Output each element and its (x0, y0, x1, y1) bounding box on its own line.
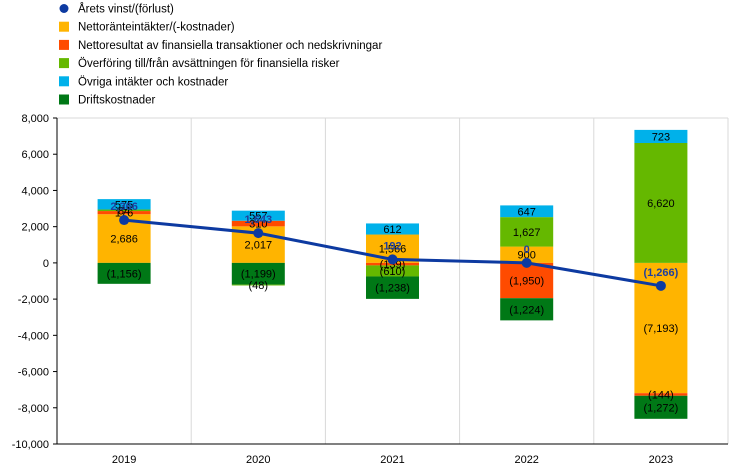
grid (57, 117, 729, 444)
data-label-2019-s2: 84 (118, 205, 130, 217)
legend-label-1: Nettoränteintäkter/(-kostnader) (78, 22, 235, 34)
bar-2019-s1 (97, 211, 151, 215)
y-tick-label-5: -2,000 (18, 294, 49, 306)
legend-marker-4 (59, 76, 69, 87)
data-label-2020-s4: (1,199) (241, 269, 276, 281)
bar-2019-s4 (97, 262, 151, 284)
data-label-2021-s1: (139) (380, 259, 406, 271)
axes: 8,000 6,000 4,000 2,000 0 -2,000 -4,000 -6,000 -… (12, 113, 728, 466)
x-tick-label-2022: 2022 (514, 454, 538, 466)
data-label-2022-s3: 647 (518, 206, 536, 218)
x-tick-label-2023: 2023 (649, 454, 673, 466)
legend-label-4: Övriga intäkter och kostnader (78, 76, 228, 88)
bar-2019-s2 (97, 209, 151, 212)
data-label-2023-s2: 6,620 (647, 198, 675, 210)
y-tick-label-3: 2,000 (21, 222, 49, 234)
bars (97, 129, 688, 419)
legend-marker-1 (59, 21, 69, 32)
data-label-2022-s4: (1,224) (509, 304, 544, 316)
profit-point-2020 (253, 228, 264, 239)
data-label-2022-s1: (1,950) (509, 276, 544, 288)
profit-label-2023: (1,266) (643, 267, 678, 279)
y-tick-label-1: 6,000 (21, 149, 49, 161)
bar-2020-s4 (231, 262, 285, 285)
data-label-2020-s1: 310 (249, 219, 267, 231)
bar-2021-s4 (366, 276, 419, 299)
bar-2023-s3 (634, 129, 688, 143)
data-label-2020-s3: 557 (249, 211, 267, 223)
bar-2020-s3 (231, 210, 285, 221)
bar-2023-s2 (634, 142, 688, 263)
profit-line: 2,366 1,643 192 0 (1,266) (110, 201, 679, 291)
y-tick-label-6: -4,000 (18, 330, 49, 342)
legend-marker-2 (59, 39, 69, 50)
profit-label-2019: 2,366 (110, 201, 138, 213)
data-label-2019-s0: 2,686 (110, 234, 138, 246)
data-label-2019-s1: 176 (115, 208, 133, 220)
bar-2022-s1 (500, 262, 554, 299)
legend-label-5: Driftskostnader (78, 95, 156, 107)
data-label-2023-s0: (7,193) (643, 323, 678, 335)
data-label-2021-s4: (1,238) (375, 283, 410, 295)
y-tick-label-7: -6,000 (18, 367, 49, 379)
data-label-2023-s4: (1,272) (643, 402, 678, 414)
bar-2022-s0 (500, 246, 554, 263)
legend-label-0: Årets vinst/(förlust) (78, 3, 174, 16)
y-tick-label-2: 4,000 (21, 185, 49, 197)
bar-2019-s3 (97, 199, 151, 210)
profit-label-2021: 192 (383, 240, 401, 252)
data-label-2022-s0: 900 (518, 250, 536, 262)
legend-marker-0 (59, 4, 69, 13)
data-label-2023-s3: 723 (652, 131, 670, 143)
data-label-2020-s5: (48) (249, 280, 269, 292)
data-label-2023-s1: (144) (648, 389, 674, 401)
bar-2020-s1 (231, 220, 285, 227)
profit-label-2020: 1,643 (245, 214, 273, 226)
profit-point-2022 (521, 257, 532, 268)
bar-2023-s4 (634, 395, 688, 419)
data-label-2022-s2: 1,627 (513, 227, 541, 239)
profit-point-2021 (387, 254, 398, 265)
y-tick-label-9: -10,000 (12, 439, 49, 451)
profit-point-2023 (655, 280, 666, 291)
y-tick-label-0: 8,000 (21, 113, 49, 125)
x-tick-label-2019: 2019 (112, 454, 136, 466)
bar-2023-s1 (634, 393, 688, 396)
data-label-2021-s0: 1,566 (379, 244, 407, 256)
bar-2022-s2 (500, 217, 554, 247)
legend-label-2: Nettoresultat av finansiella transaktion… (78, 40, 382, 52)
profit-point-2019 (119, 215, 130, 226)
legend-label-3: Överföring till/från avsättningen för fi… (78, 58, 340, 70)
bar-2022-s3 (500, 205, 554, 218)
legend: Årets vinst/(förlust) Nettoränteintäkter/… (59, 3, 382, 107)
legend-marker-5 (59, 94, 69, 105)
data-label-2019-s4: (1,156) (107, 268, 142, 280)
data-label-2021-s3: 612 (383, 224, 401, 236)
y-tick-label-8: -8,000 (18, 403, 49, 415)
profit-label-2022: 0 (524, 244, 530, 256)
data-label-2020-s0: 2,017 (245, 240, 273, 252)
bar-2021-s2 (366, 265, 419, 277)
bar-2021-s3 (366, 223, 419, 235)
legend-marker-3 (59, 58, 69, 69)
x-tick-label-2021: 2021 (380, 454, 404, 466)
y-tick-label-4: 0 (43, 258, 49, 270)
data-label-2019-s3: 575 (115, 199, 133, 211)
x-tick-label-2020: 2020 (246, 454, 270, 466)
bar-2020-s5 (231, 284, 285, 286)
data-label-2021-s2: (610) (380, 266, 406, 278)
bar-2022-s4 (500, 298, 554, 321)
